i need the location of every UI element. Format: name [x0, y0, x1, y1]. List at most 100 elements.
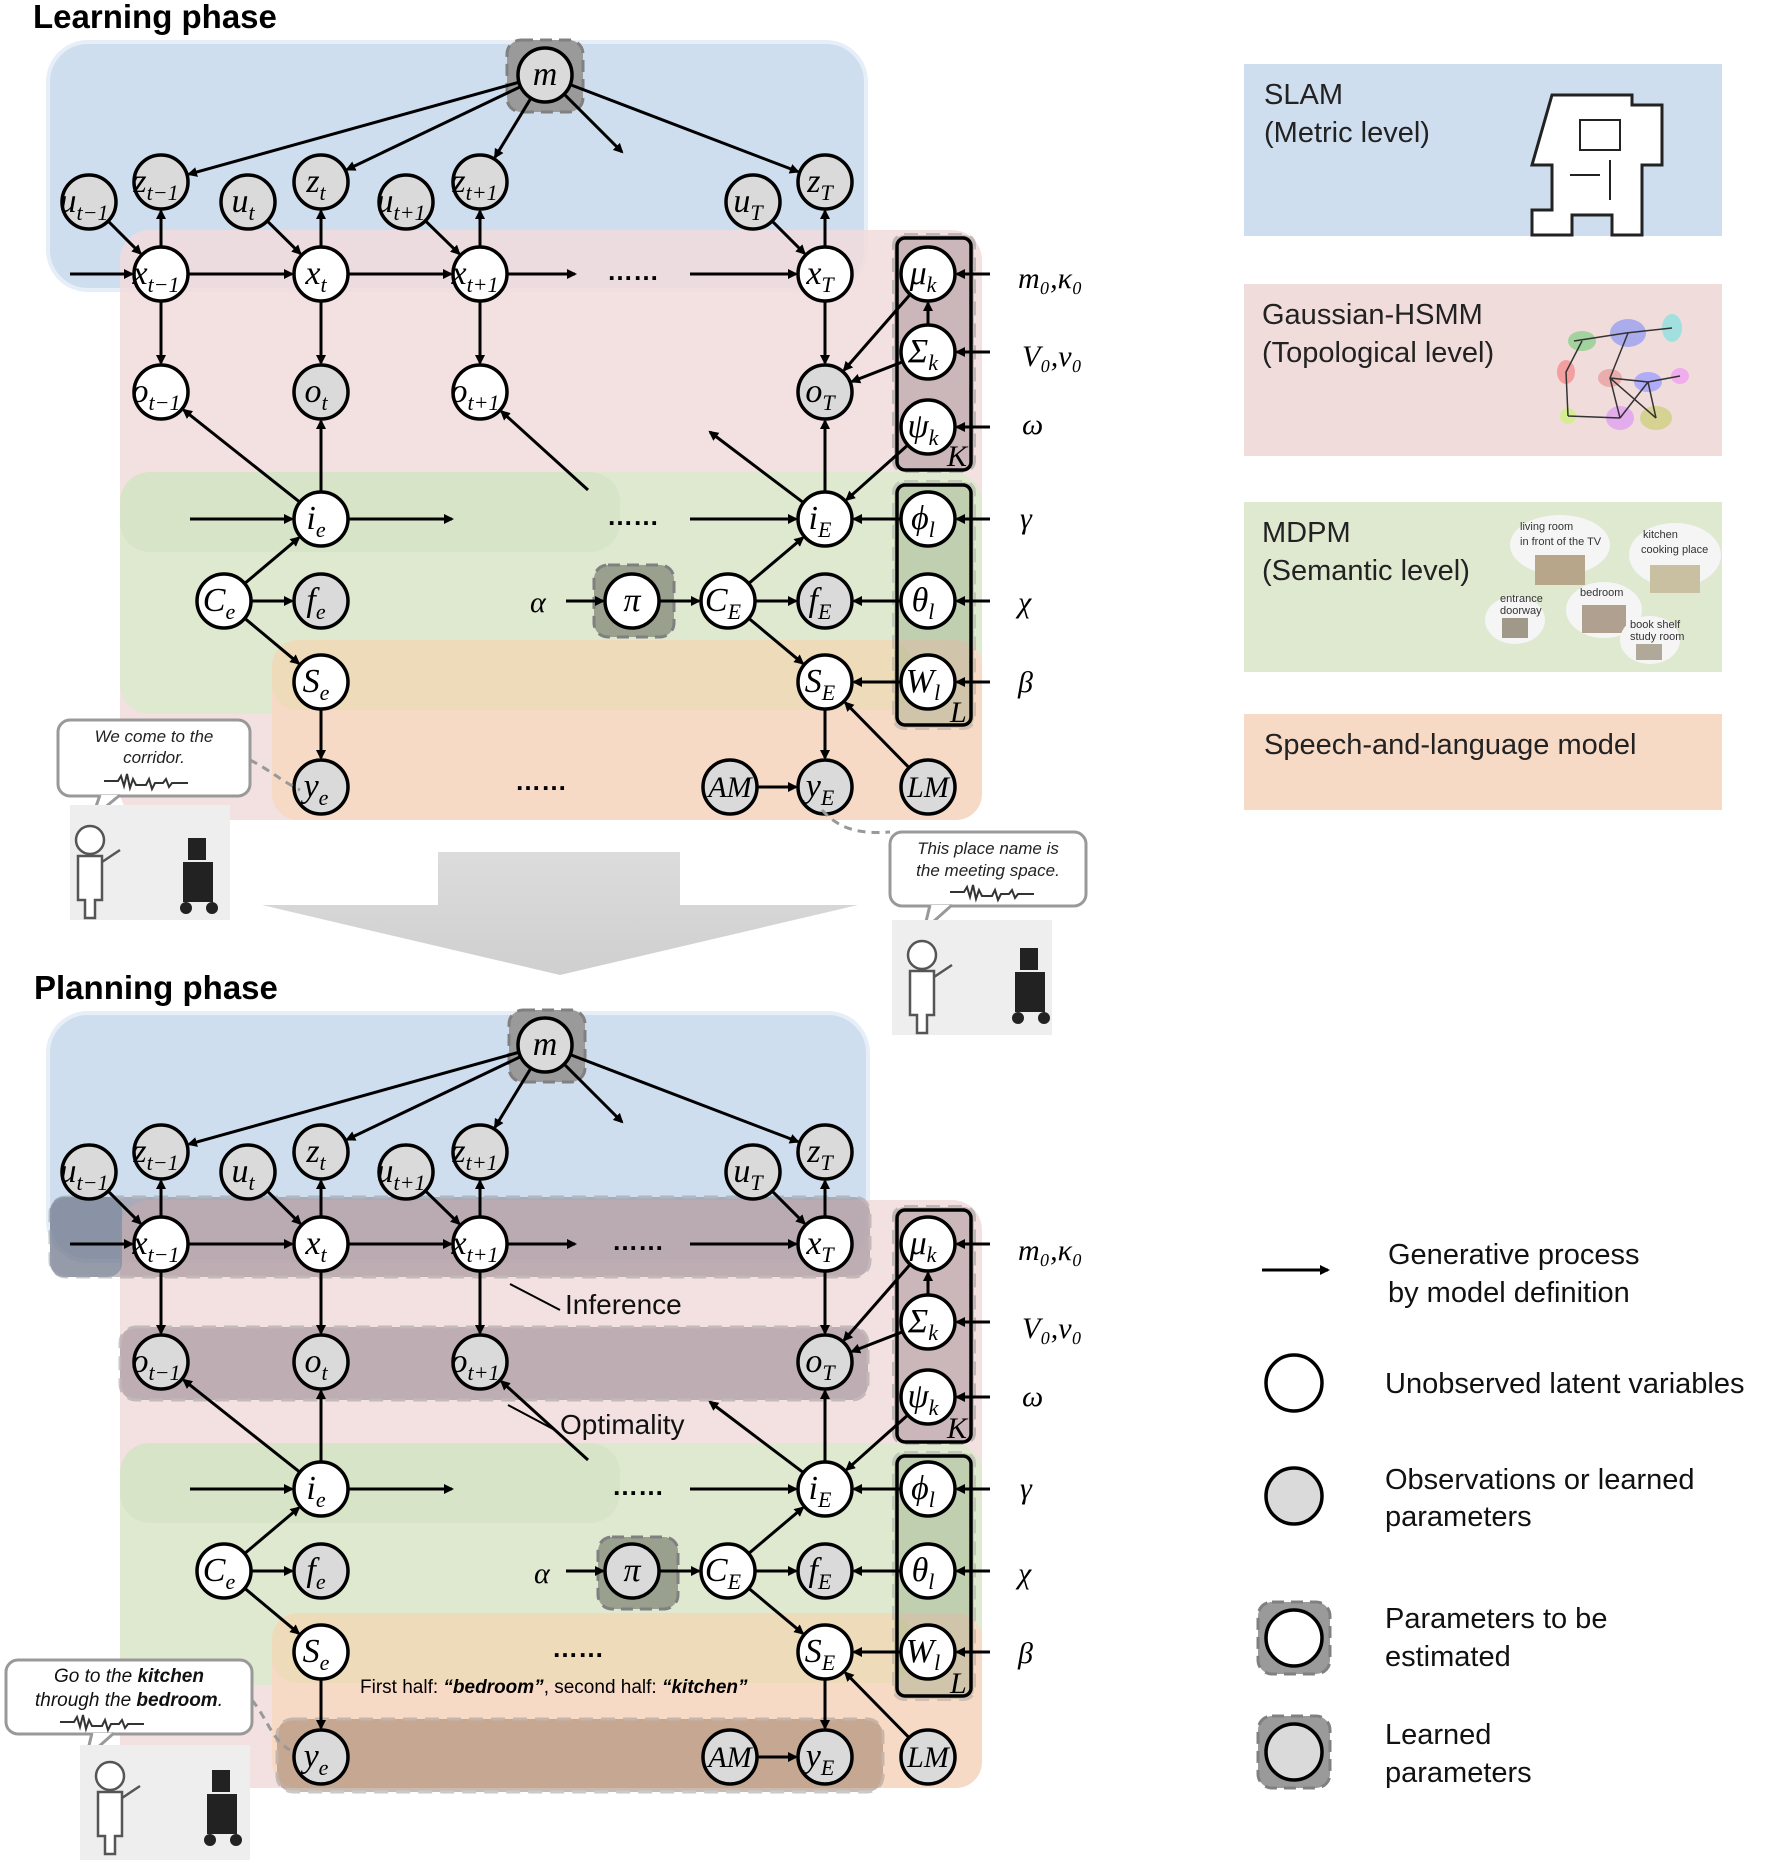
- edge-learning: [107, 220, 142, 255]
- node-psi-planning: ψk: [899, 1368, 957, 1426]
- plate-K-planning: [895, 1208, 973, 1444]
- edge-planning: [708, 1400, 805, 1474]
- node-lm-learning: LM: [899, 758, 957, 816]
- node-s-e-planning: Se: [292, 1623, 350, 1681]
- node-u-t-planning: uT: [724, 1143, 782, 1201]
- node-c-e-planning: CE: [699, 1542, 757, 1600]
- edge-planning: [182, 1378, 301, 1474]
- thumb-label: book shelf: [1630, 619, 1681, 631]
- svg-text:xT: xT: [805, 1225, 835, 1267]
- node-o-t-learning: oT: [796, 363, 854, 421]
- svg-text:SE: SE: [805, 663, 836, 705]
- svg-text:Σk: Σk: [907, 1303, 939, 1345]
- node-u-tm1-learning: ut−1: [60, 173, 118, 231]
- svg-text:uT: uT: [733, 1153, 764, 1195]
- waveform-icon: [104, 773, 188, 792]
- svg-text:zT: zT: [806, 1133, 834, 1175]
- node-theta-learning: θl: [899, 572, 957, 630]
- legend-learned-node-icon: [1264, 1722, 1324, 1782]
- legend-generative-2: by model definition: [1388, 1277, 1630, 1309]
- svg-text:θl: θl: [912, 582, 935, 624]
- node-z-t-learning: zT: [796, 153, 854, 211]
- node-pi-planning: π: [603, 1542, 661, 1600]
- svg-text:ψk: ψk: [908, 408, 940, 450]
- planning-phase-title: Planning phase: [34, 969, 278, 1006]
- svg-text:ie: ie: [306, 500, 325, 542]
- node-x-t-learning: xt: [292, 245, 350, 303]
- svg-text:xt−1: xt−1: [131, 1225, 179, 1267]
- node-psi-learning: ψk: [899, 398, 957, 456]
- node-x-t-learning: xT: [796, 245, 854, 303]
- hyper-gamma-planning: γ: [1020, 1472, 1033, 1505]
- semantic-thumbnails: living room in front of the TV kitchen c…: [1485, 515, 1721, 664]
- person-icon: [74, 824, 121, 920]
- node-s-e-learning: SE: [796, 653, 854, 711]
- dots-i-row-planning: ……: [612, 1471, 664, 1501]
- node-f-e-learning: fE: [796, 572, 854, 630]
- node-phi-learning: ϕl: [899, 490, 957, 548]
- topology-graph-icon: [1557, 314, 1689, 430]
- slam-panel-title: SLAM: [1264, 79, 1343, 111]
- thumb-label: kitchen: [1643, 529, 1678, 541]
- edge-learning: [182, 408, 301, 504]
- edge-learning: [563, 93, 624, 154]
- node-u-tp1-learning: ut+1: [377, 173, 435, 231]
- edge-learning: [850, 360, 904, 384]
- node-sigma-learning: Σk: [899, 323, 957, 381]
- bubble-text-line1: Go to the kitchen: [54, 1666, 204, 1687]
- edge-planning: [747, 1506, 805, 1555]
- hyperparameters: m₀,κ₀ V₀,ν₀ ω γ χ β α m₀,κ₀ V₀,ν₀ ω γ χ …: [530, 262, 1082, 1670]
- thumb-label: bedroom: [1580, 587, 1623, 599]
- node-u-t-learning: ut: [219, 173, 277, 231]
- svg-text:ut: ut: [231, 183, 255, 225]
- node-pi-learning: π: [603, 572, 661, 630]
- svg-text:ut−1: ut−1: [60, 183, 109, 225]
- node-lm-planning: LM: [899, 1728, 957, 1786]
- svg-text:CE: CE: [705, 582, 742, 624]
- plate-L: [895, 483, 973, 727]
- edge-learning: [569, 83, 800, 174]
- svg-text:xt−1: xt−1: [131, 255, 179, 297]
- node-s-e-planning: SE: [796, 1623, 854, 1681]
- svg-text:μk: μk: [909, 1225, 938, 1267]
- speech-bubble: [888, 830, 1088, 908]
- halves-annotation: First half: “bedroom”, second half: “kit…: [360, 1677, 748, 1698]
- edge-planning: [842, 1263, 912, 1342]
- node-x-tp1-planning: xt+1: [450, 1215, 509, 1273]
- svg-text:m: m: [533, 1026, 558, 1063]
- svg-text:AM: AM: [706, 1741, 753, 1774]
- plate-L-label: L: [949, 696, 967, 729]
- node-u-tm1-planning: ut−1: [60, 1143, 118, 1201]
- thumb-label: entrance: [1500, 593, 1543, 605]
- node-z-t-planning: zT: [796, 1123, 854, 1181]
- edge-planning: [850, 1330, 904, 1354]
- svg-text:ϕl: ϕl: [911, 500, 935, 542]
- svg-text:zt: zt: [305, 163, 326, 205]
- edge-learning: [243, 536, 301, 585]
- edge-planning: [107, 1190, 142, 1225]
- hyper-beta-planning: β: [1017, 1637, 1033, 1670]
- svg-text:oT: oT: [805, 373, 836, 415]
- edge-learning: [499, 410, 590, 492]
- svg-text:zt−1: zt−1: [132, 163, 178, 205]
- node-phi-planning: ϕl: [899, 1460, 957, 1518]
- planning-annotations: Inference Optimality First half: “bedroo…: [360, 1283, 748, 1698]
- edge-learning: [747, 617, 805, 665]
- person-icon: [906, 939, 953, 1035]
- person-icon: [94, 1760, 141, 1856]
- legend-unobserved: Unobserved latent variables: [1385, 1368, 1744, 1400]
- node-s-e-learning: Se: [292, 653, 350, 711]
- svg-text:xt+1: xt+1: [450, 255, 498, 297]
- plate-K-label-planning: K: [946, 1412, 969, 1445]
- svg-text:zt−1: zt−1: [132, 1133, 178, 1175]
- occupancy-map-icon: [1530, 93, 1664, 237]
- slam-panel-subtitle: (Metric level): [1264, 117, 1430, 149]
- node-c-e-learning: Ce: [195, 572, 253, 630]
- legend-estimated-1: Parameters to be: [1385, 1603, 1607, 1635]
- svg-text:iE: iE: [809, 500, 832, 542]
- svg-text:ot+1: ot+1: [451, 1343, 500, 1385]
- svg-text:Se: Se: [303, 663, 330, 705]
- node-x-t-planning: xt: [292, 1215, 350, 1273]
- ellipses: …… …… …… …… …… ……: [515, 256, 664, 1663]
